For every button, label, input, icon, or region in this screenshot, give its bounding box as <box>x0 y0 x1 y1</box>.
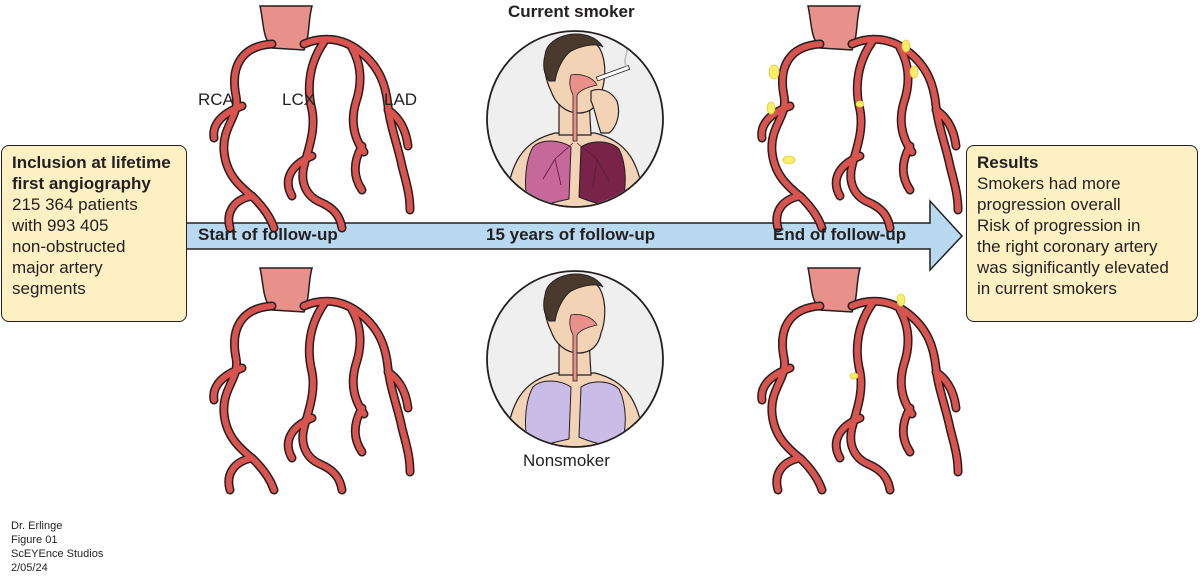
lcx-label: LCX <box>282 90 316 109</box>
results-line: in current smokers <box>977 279 1117 298</box>
credit-studio: ScEYEnce Studios <box>11 548 104 560</box>
timeline-arrow <box>185 199 964 272</box>
plaque-spots-nonsmoker <box>849 293 906 380</box>
arrow-label-start: Start of follow-up <box>198 225 338 244</box>
arrow-label-end: End of follow-up <box>773 225 907 244</box>
artery-tree-nonsmoker-end <box>762 268 958 490</box>
results-line: Risk of progression in <box>977 216 1141 235</box>
inclusion-line: segments <box>12 279 86 298</box>
inclusion-title-line2: first angiography <box>12 174 151 193</box>
current-smoker-label: Current smoker <box>508 2 635 21</box>
results-line: was significantly elevated <box>977 258 1169 277</box>
inclusion-line: major artery <box>12 258 103 277</box>
inclusion-line: with 993 405 <box>12 216 109 235</box>
results-box: Results Smokers had more progression ove… <box>966 145 1198 322</box>
inclusion-box: Inclusion at lifetime first angiography … <box>1 145 187 322</box>
arrow-label-middle: 15 years of follow-up <box>486 225 656 244</box>
nonsmoker-label: Nonsmoker <box>523 451 610 470</box>
credit-figure: Figure 01 <box>11 534 58 546</box>
results-line: progression overall <box>977 195 1121 214</box>
plaque-spots-smoker <box>766 39 919 165</box>
credit-date: 2/05/24 <box>11 562 48 574</box>
inclusion-line: non-obstructed <box>12 237 126 256</box>
artery-tree-smoker-start <box>214 6 410 228</box>
nonsmoker-illustration <box>487 271 663 459</box>
artery-tree-nonsmoker-start <box>214 268 410 490</box>
smoker-illustration <box>487 25 663 219</box>
results-title: Results <box>977 153 1039 172</box>
lad-label: LAD <box>384 90 418 109</box>
results-line: Smokers had more <box>977 174 1121 193</box>
inclusion-title-line1: Inclusion at lifetime <box>12 153 171 172</box>
inclusion-line: 215 364 patients <box>12 195 138 214</box>
results-line: the right coronary artery <box>977 237 1158 256</box>
credit-author: Dr. Erlinge <box>11 520 63 532</box>
rca-label: RCA <box>198 90 234 109</box>
artery-tree-smoker-end <box>762 6 958 228</box>
